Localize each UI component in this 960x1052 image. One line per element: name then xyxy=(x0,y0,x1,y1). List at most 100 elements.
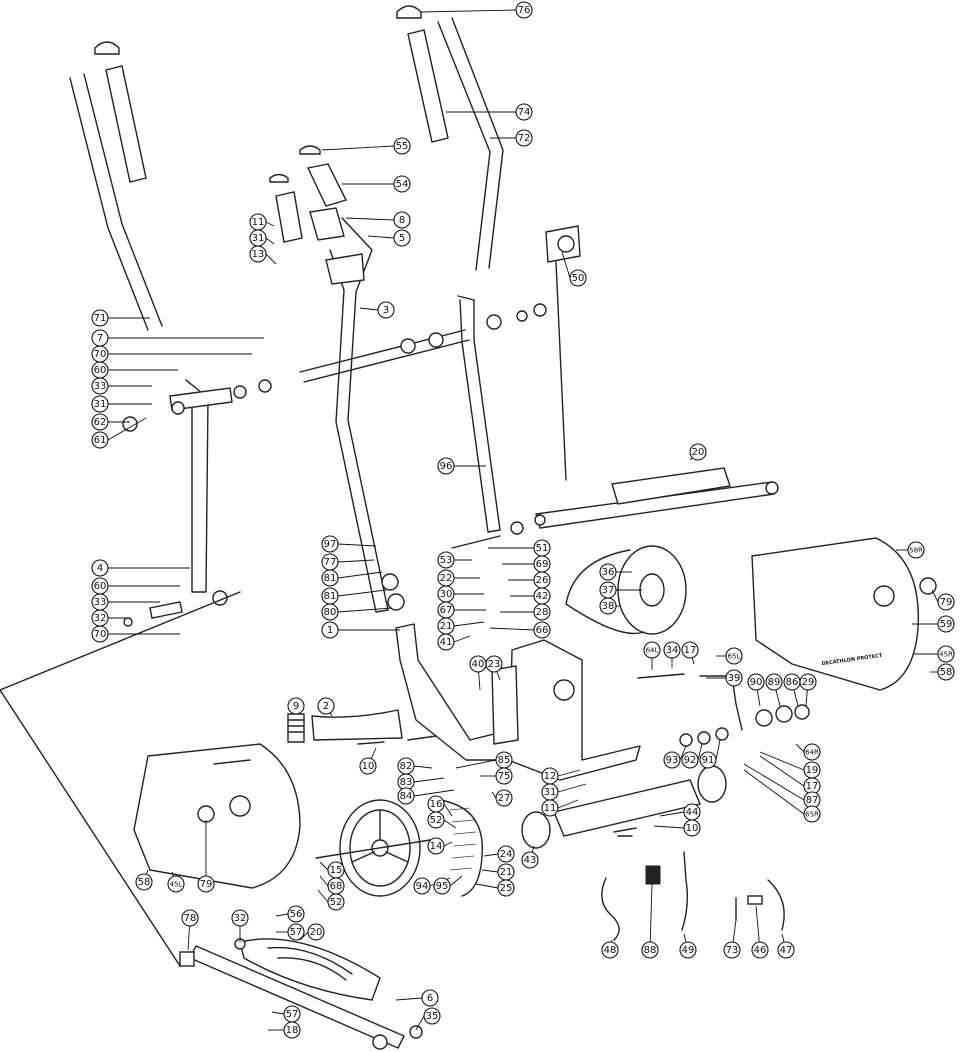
callout-number: 68 xyxy=(330,881,343,892)
callout-28: 28 xyxy=(533,603,551,621)
callout-number: 70 xyxy=(94,349,107,360)
callout-number: 37 xyxy=(602,585,615,596)
callout-leader-11 xyxy=(557,799,579,809)
callout-circle xyxy=(521,851,539,869)
callout-leader-12 xyxy=(557,769,581,777)
callout-number: 87 xyxy=(806,795,819,806)
callout-leader-16 xyxy=(443,803,453,817)
drive-belt xyxy=(565,549,645,635)
front-stabilizer xyxy=(553,779,701,837)
cable-48 xyxy=(601,877,620,941)
callout-1: 1 xyxy=(321,621,339,639)
callout-81: 81 xyxy=(321,569,339,587)
callout-circle xyxy=(413,877,431,895)
callout-88: 88 xyxy=(641,941,659,959)
callout-12: 12 xyxy=(541,767,559,785)
main-frame-stand xyxy=(395,623,641,781)
callout-56: 56 xyxy=(287,905,305,923)
callout-number: 93 xyxy=(666,755,679,766)
callout-31: 31 xyxy=(249,229,267,247)
callout-number: 57 xyxy=(290,927,303,938)
console-mast xyxy=(329,217,389,613)
callout-73: 73 xyxy=(723,941,741,959)
callout-leader-13 xyxy=(265,253,277,265)
callout-labels: 7674725554851131135037177060333162612096… xyxy=(91,1,955,1039)
callout-number: 58R xyxy=(909,547,923,555)
callout-11: 11 xyxy=(249,213,267,231)
callout-number: 74 xyxy=(518,107,531,118)
callout-number: 15 xyxy=(330,865,343,876)
callout-number: 11 xyxy=(252,217,265,228)
callout-number: 47 xyxy=(780,945,793,956)
callout-circle xyxy=(321,603,339,621)
callout-27: 27 xyxy=(495,789,513,807)
callout-number: 40 xyxy=(472,659,485,670)
right-lower-arm xyxy=(457,295,501,533)
callout-23: 23 xyxy=(485,655,503,673)
callout-number: 67 xyxy=(440,605,453,616)
callout-21: 21 xyxy=(497,863,515,881)
callout-97: 97 xyxy=(321,535,339,553)
left-lower-arm xyxy=(185,379,209,593)
cross-link xyxy=(451,535,501,549)
callout-circle xyxy=(907,541,925,559)
callout-circle xyxy=(689,443,707,461)
right-handlebar-tube xyxy=(437,17,504,271)
callout-74: 74 xyxy=(515,103,533,121)
callout-number: 53 xyxy=(440,555,453,566)
callout-circle xyxy=(663,641,681,659)
callout-number: 49 xyxy=(682,945,695,956)
callout-circle xyxy=(681,641,699,659)
callout-number: 34 xyxy=(666,645,679,656)
callout-circle xyxy=(799,673,817,691)
callout-number: 3 xyxy=(383,305,389,316)
callout-circle xyxy=(497,879,515,897)
fixed-grip-left xyxy=(275,191,303,243)
handlebar-mount xyxy=(325,253,365,285)
callout-37: 37 xyxy=(599,581,617,599)
callout-number: 58 xyxy=(138,877,151,888)
callout-circle xyxy=(135,873,153,891)
callout-32: 32 xyxy=(91,609,109,627)
callout-38: 38 xyxy=(599,597,617,615)
tension-knob xyxy=(545,225,581,263)
callout-21: 21 xyxy=(437,617,455,635)
callout-10: 10 xyxy=(683,819,701,837)
right-handlebar-grip xyxy=(407,29,449,143)
callout-number: 5 xyxy=(399,233,405,244)
callout-circle xyxy=(287,697,305,715)
callout-number: 82 xyxy=(400,761,413,772)
callout-number: 41 xyxy=(440,637,453,648)
callout-84: 84 xyxy=(397,787,415,805)
callout-79: 79 xyxy=(937,593,955,611)
callout-leader-52 xyxy=(317,889,329,903)
callout-number: 4 xyxy=(97,563,103,574)
callout-leader-65r xyxy=(743,769,805,815)
callout-59: 59 xyxy=(937,615,955,633)
callout-65l: 65L xyxy=(725,647,743,665)
callout-leader-87 xyxy=(743,763,805,801)
callout-number: 76 xyxy=(518,5,531,16)
callout-circle xyxy=(599,597,617,615)
callout-number: 36 xyxy=(602,567,615,578)
callout-number: 10 xyxy=(362,761,375,772)
callout-7: 7 xyxy=(91,329,109,347)
callout-32: 32 xyxy=(231,909,249,927)
callout-circle xyxy=(599,563,617,581)
callout-leader-35 xyxy=(415,1015,425,1031)
callout-94: 94 xyxy=(413,877,431,895)
callout-leader-88 xyxy=(649,883,653,951)
callout-leader-57 xyxy=(271,1011,285,1015)
callout-20: 20 xyxy=(689,443,707,461)
flywheel-axle xyxy=(315,839,431,859)
callout-circle xyxy=(683,819,701,837)
callout-43: 43 xyxy=(521,851,539,869)
callout-leader-92 xyxy=(697,743,703,761)
callout-58: 58 xyxy=(135,873,153,891)
callout-number: 71 xyxy=(94,313,107,324)
callout-70: 70 xyxy=(91,345,109,363)
callout-number: 17 xyxy=(684,645,697,656)
callout-leader-80 xyxy=(337,607,393,613)
callout-circle xyxy=(317,697,335,715)
callout-76: 76 xyxy=(515,1,533,19)
